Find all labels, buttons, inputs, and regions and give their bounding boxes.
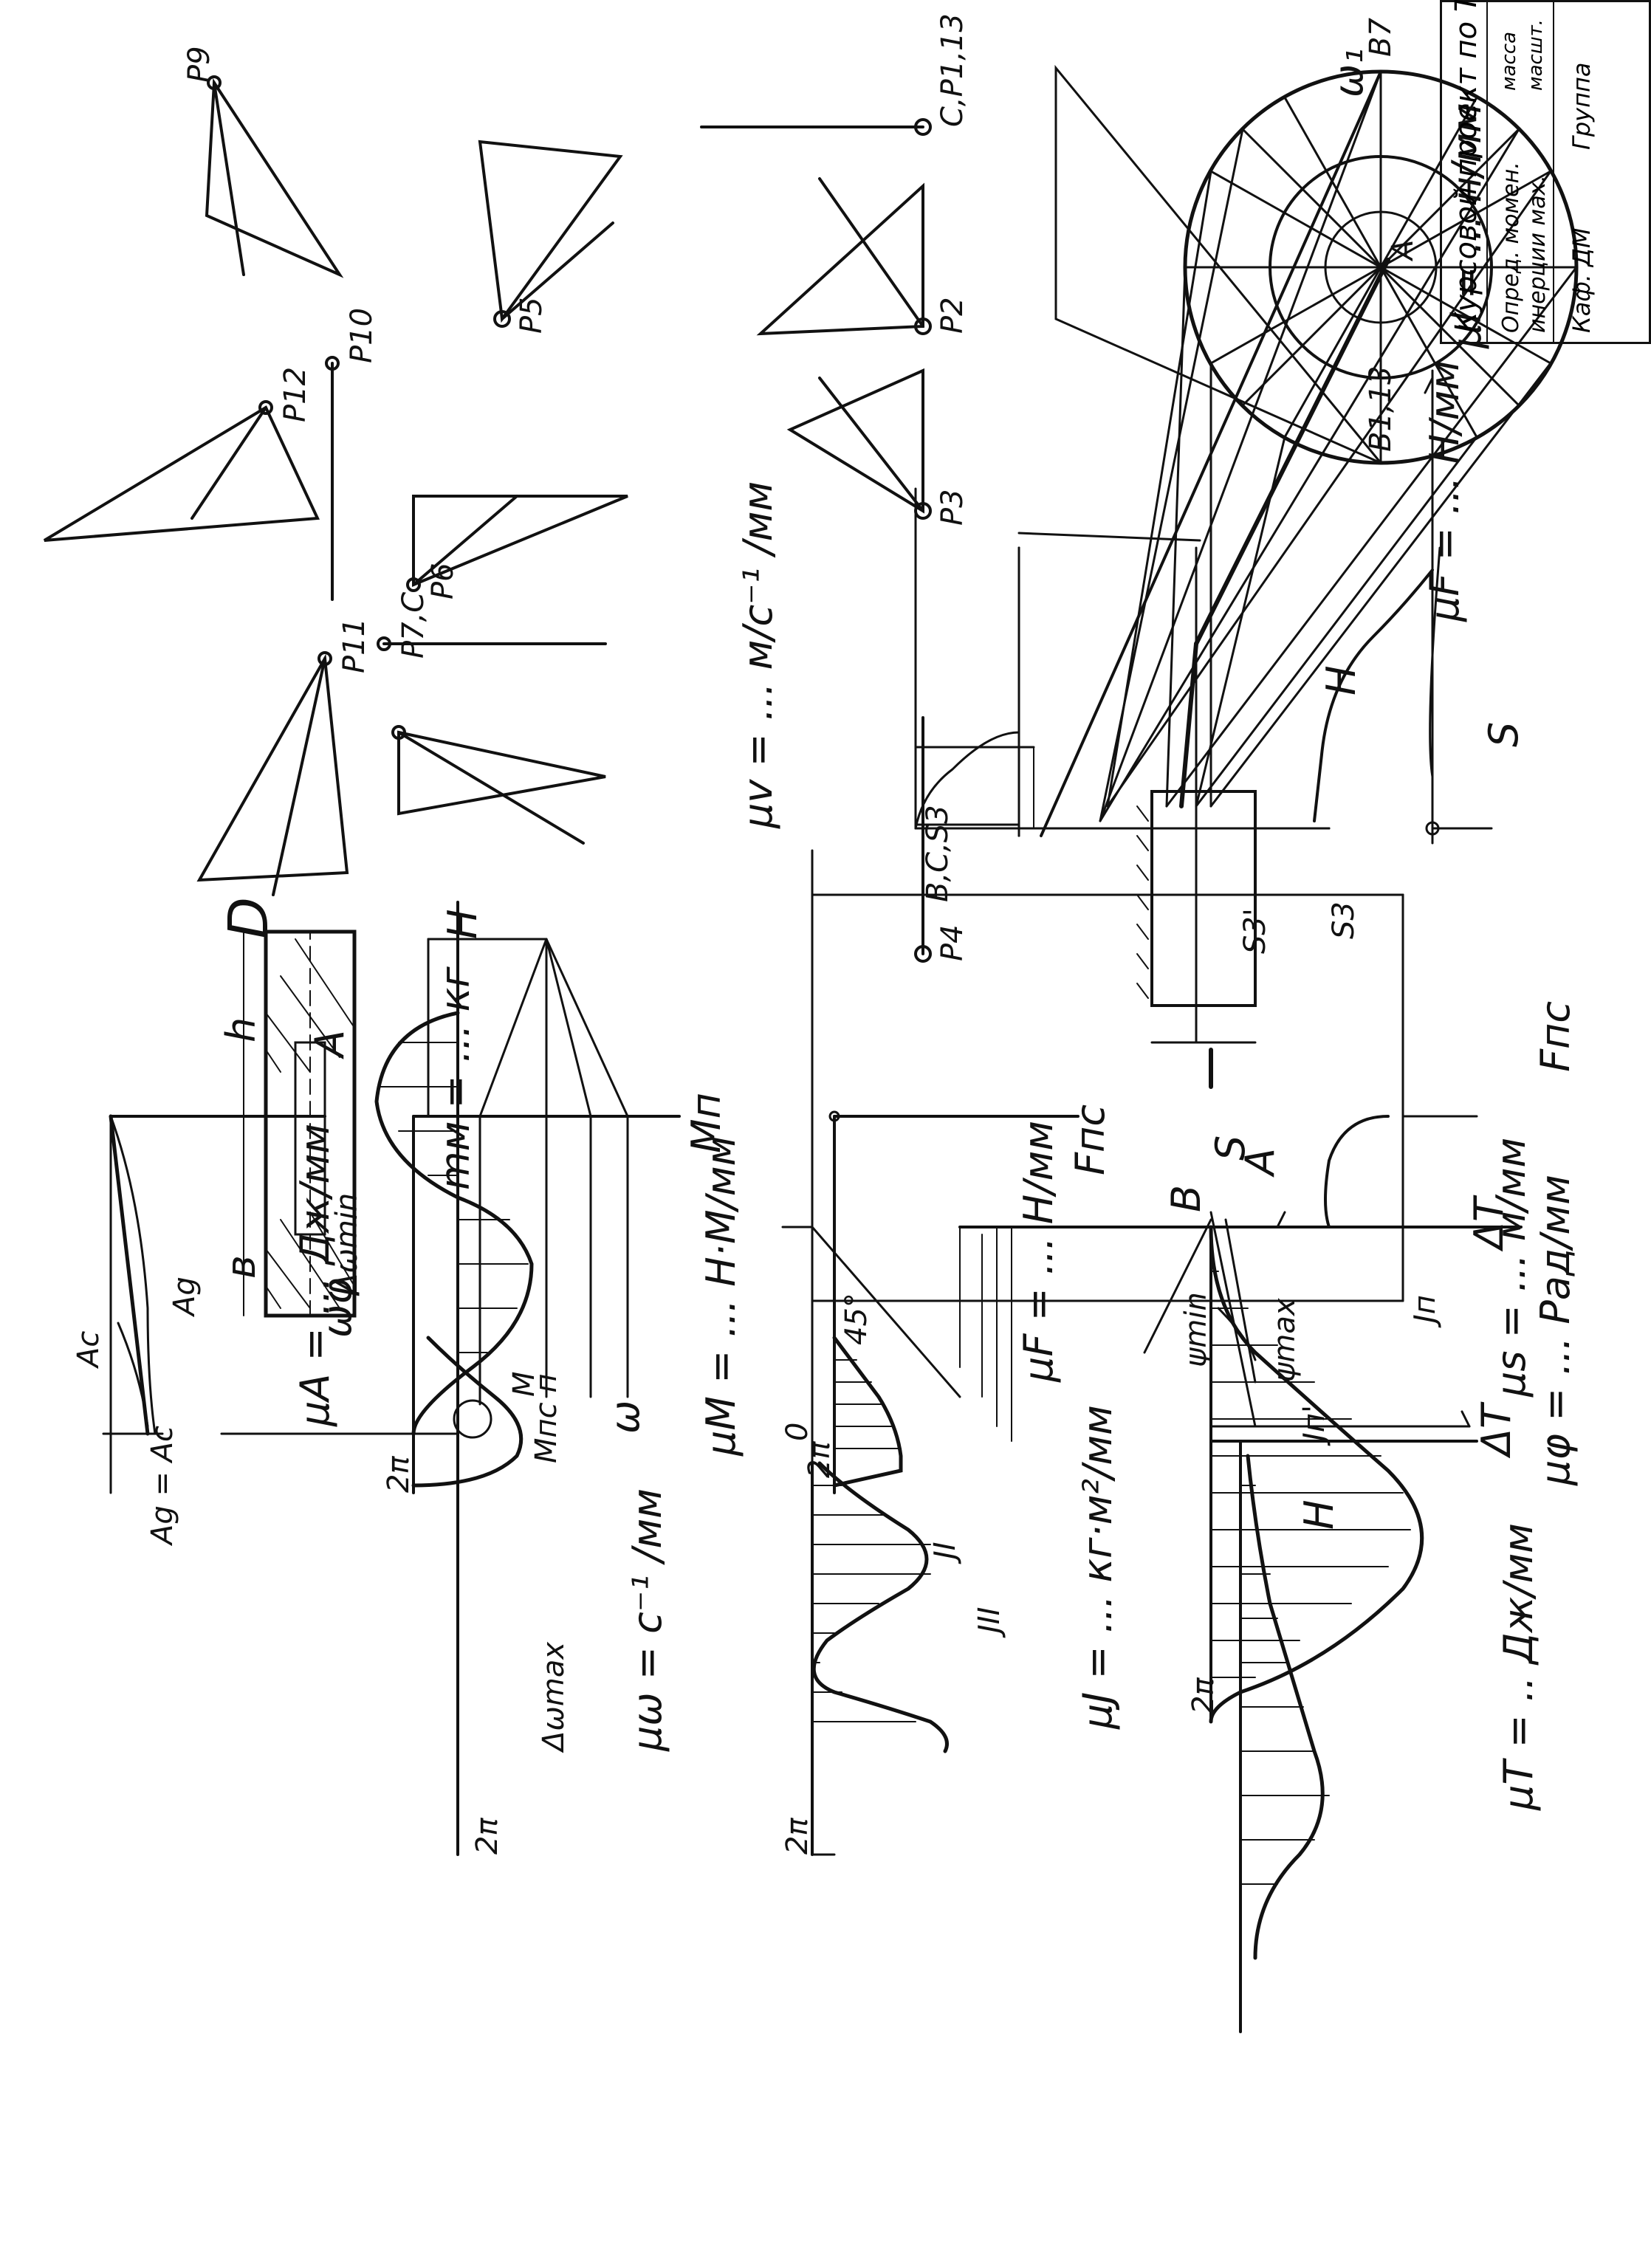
omega-axis: ω xyxy=(602,1400,648,1434)
title-row2b: инерции мах. xyxy=(1525,175,1551,333)
omega1-label: ω₁ xyxy=(1325,48,1372,97)
inertia-ji: JI xyxy=(928,1542,962,1559)
flywheel-section xyxy=(243,929,357,1318)
crank-b7: B7 xyxy=(1364,18,1398,57)
inertia-jii: JII xyxy=(972,1606,1006,1633)
angle-45: 45° xyxy=(840,1293,873,1345)
psi-min: ψmin xyxy=(1179,1292,1213,1367)
work-axis: A xyxy=(306,1030,353,1057)
velocity-scale: μv = ... м/c⁻¹ /мм xyxy=(735,481,781,828)
flywheel-b: в xyxy=(218,1255,264,1279)
inertia-graph xyxy=(1324,893,1478,1228)
title-col-scale: масшт. xyxy=(1525,18,1547,91)
jn-label: Jп xyxy=(1408,1295,1442,1323)
inertia-origin: 0 xyxy=(780,1422,814,1441)
fpc-phi-end: 2π xyxy=(803,1441,837,1478)
jn1-label: Jп' xyxy=(1297,1405,1331,1441)
flywheel-h: h xyxy=(218,1017,264,1042)
s3-label: S3 xyxy=(1327,901,1361,939)
moment-scale: μM = ... H·M/мм xyxy=(698,1135,744,1456)
j-curve xyxy=(811,1461,949,1856)
s-axis-label: S xyxy=(1480,721,1527,747)
delta-t-axis: ΔT xyxy=(1466,1197,1512,1249)
fpc-phi-scale: μF = ... H/мм xyxy=(1015,1121,1062,1382)
displacement-end: 2π xyxy=(1187,1677,1221,1714)
title-group: Группа xyxy=(1568,62,1596,150)
velocity-plans xyxy=(43,75,932,963)
mechanism xyxy=(914,64,1579,1228)
moment-end: 2π xyxy=(382,1456,416,1493)
energy-a: A xyxy=(1237,1148,1283,1175)
inertia-scale: μJ = ... кг·м²/мм xyxy=(1074,1405,1121,1729)
title-block: Курсовой проект по ТММ Опред. момен. ине… xyxy=(1440,0,1651,344)
omega-end: 2π xyxy=(470,1818,504,1855)
omega-scale: μω = c⁻¹ /мм xyxy=(624,1488,670,1751)
displacement-h: H xyxy=(1296,1499,1342,1530)
pole-7c: P7,C xyxy=(397,591,430,659)
delta-t2-axis: ΔT xyxy=(1473,1404,1520,1456)
energy-curve-right xyxy=(1209,1226,1471,1723)
inertia-box xyxy=(811,893,1404,1302)
title-divider xyxy=(1486,2,1488,342)
omega-graph xyxy=(220,901,534,1856)
fpc-phi-axis: Fпс xyxy=(1067,1104,1113,1175)
fpc-label: Fпс xyxy=(1532,1000,1579,1072)
stroke-h-label: H xyxy=(1318,665,1365,695)
flywheel-d: D xyxy=(217,897,281,939)
bcs3-label: В,C,S3 xyxy=(921,805,955,902)
pole-11: P11 xyxy=(337,617,371,673)
displacement-scale-s: μs = ... м/мм xyxy=(1488,1137,1534,1397)
pole-9: P9 xyxy=(182,46,216,83)
psi-max: ψmax xyxy=(1268,1298,1302,1382)
moment-mpc: Mпс п xyxy=(529,1373,563,1463)
s3-bar-label: S3' xyxy=(1238,908,1272,954)
delta-t-scale: μT = .. Дж/мм xyxy=(1495,1523,1542,1810)
d-omega-max: Δωmax xyxy=(537,1641,571,1751)
title-divider-2 xyxy=(1553,2,1554,342)
flywheel-mass: mм = ... кг xyxy=(432,966,478,1190)
title-text: Курсовой проект по ТММ xyxy=(1449,0,1483,333)
force-phi-graph xyxy=(828,1110,1080,1494)
delta-t-graph xyxy=(1209,1440,1478,2033)
title-col-mass: масса xyxy=(1498,31,1520,91)
title-dept: Каф. ДМ xyxy=(1568,227,1596,333)
displacement-scale-phi: μφ = ... Рад/мм xyxy=(1532,1175,1579,1485)
work-ac: Ac xyxy=(72,1330,106,1367)
work-graph xyxy=(102,1114,326,1494)
crank-b1: B1,13 xyxy=(1364,365,1398,452)
slider-force-graph xyxy=(1209,369,1493,830)
pole-10: P10 xyxy=(345,307,379,363)
energy-b: B xyxy=(1163,1184,1209,1212)
pole-3: P3 xyxy=(936,489,969,526)
work-eq: Ag = Ac xyxy=(145,1425,179,1544)
pole-12: P12 xyxy=(278,366,312,422)
pole-5: P5 xyxy=(515,297,549,334)
force-graph-scale: μF = ... H/мм xyxy=(1421,360,1468,622)
pole-2: P2 xyxy=(936,297,969,334)
work-ag: Ag xyxy=(168,1276,202,1316)
pole-6: P6 xyxy=(426,563,460,599)
title-row2a: Опред. момен. xyxy=(1498,162,1524,333)
pole-1-13: C,P1,13 xyxy=(936,13,969,127)
d-omega-min: Δωmin xyxy=(330,1192,364,1293)
work-scale: μA = ... Дж/мм xyxy=(292,1123,338,1426)
pole-4: P4 xyxy=(936,924,969,961)
center-a: A xyxy=(1386,239,1420,260)
moment-h: H xyxy=(439,909,486,939)
inertia-end: 2π xyxy=(780,1818,814,1855)
